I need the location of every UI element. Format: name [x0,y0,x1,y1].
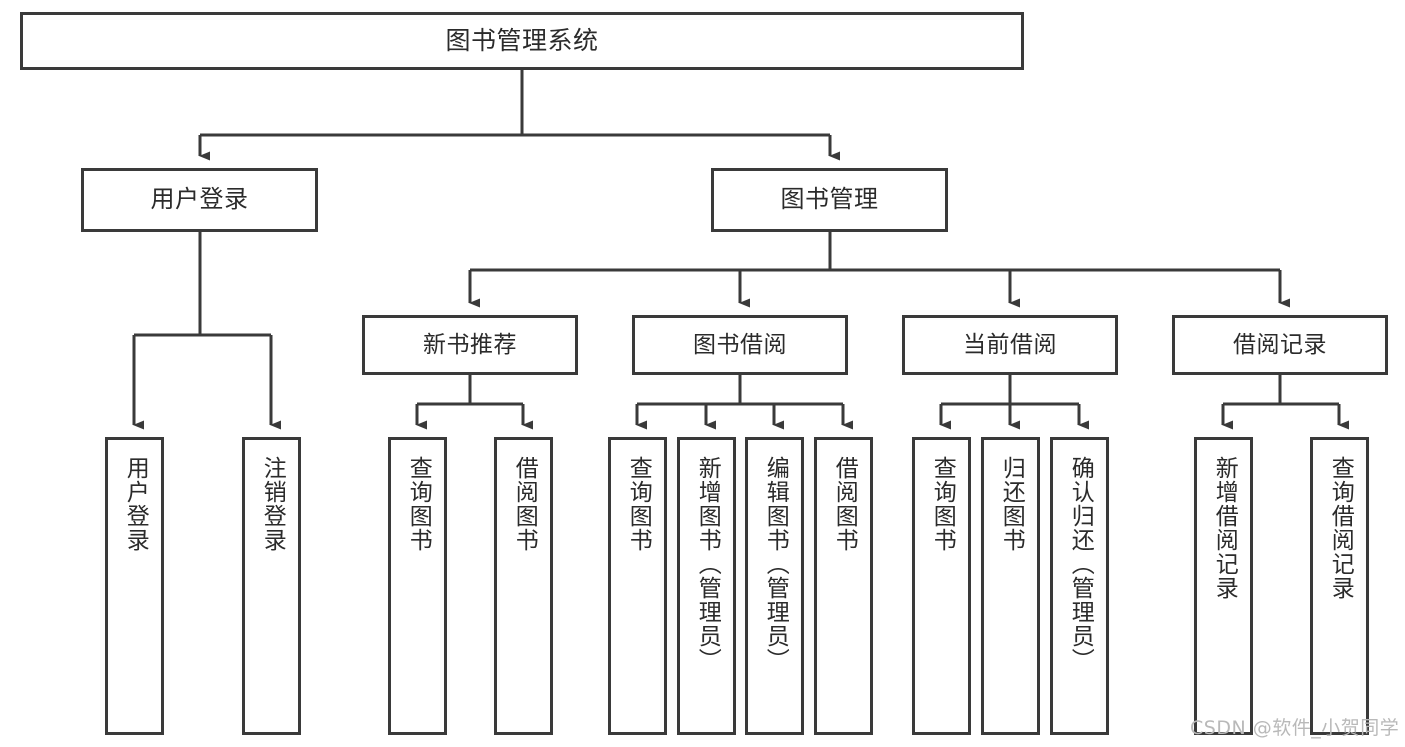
node-leaf-logout-login[interactable]: 注销登录 [242,437,301,735]
node-user-login[interactable]: 用户登录 [81,168,318,232]
node-leaf-query-book-recommend[interactable]: 查询图书 [388,437,447,735]
node-book-borrow[interactable]: 图书借阅 [632,315,848,375]
node-borrow-record[interactable]: 借阅记录 [1172,315,1388,375]
node-label: 查询图书 [625,456,652,552]
node-label: 借阅图书 [831,456,858,552]
node-label: 注销登录 [259,456,286,552]
node-label: 查询图书 [405,456,432,552]
node-label: 新增借阅记录 [1211,456,1238,600]
node-label: 查询借阅记录 [1327,456,1354,600]
node-leaf-query-book-current[interactable]: 查询图书 [912,437,971,735]
node-label: 确认归还（管理员） [1067,456,1094,672]
node-leaf-add-borrow-record[interactable]: 新增借阅记录 [1194,437,1253,735]
node-leaf-confirm-return-admin[interactable]: 确认归还（管理员） [1050,437,1109,735]
node-leaf-query-borrow-record[interactable]: 查询借阅记录 [1310,437,1369,735]
node-book-management[interactable]: 图书管理 [711,168,948,232]
node-label: 借阅图书 [511,456,538,552]
node-label: 归还图书 [998,456,1025,552]
node-label: 用户登录 [122,456,149,552]
node-leaf-query-book-borrow[interactable]: 查询图书 [608,437,667,735]
node-new-book-recommend[interactable]: 新书推荐 [362,315,578,375]
node-label: 新增图书（管理员） [694,456,721,672]
node-leaf-add-book-admin[interactable]: 新增图书（管理员） [677,437,736,735]
node-leaf-return-book[interactable]: 归还图书 [981,437,1040,735]
node-leaf-user-login[interactable]: 用户登录 [105,437,164,735]
node-label: 图书管理 [780,185,879,214]
node-leaf-edit-book-admin[interactable]: 编辑图书（管理员） [745,437,804,735]
node-label: 编辑图书（管理员） [762,456,789,672]
node-leaf-borrow-book[interactable]: 借阅图书 [814,437,873,735]
node-leaf-borrow-book-recommend[interactable]: 借阅图书 [494,437,553,735]
node-label: 用户登录 [150,185,249,214]
csdn-watermark: CSDN @软件_小贺同学 [1190,717,1400,739]
node-label: 图书管理系统 [445,25,599,55]
node-label: 借阅记录 [1233,331,1327,358]
node-label: 当前借阅 [963,331,1057,358]
node-label: 查询图书 [929,456,956,552]
node-label: 新书推荐 [423,331,517,358]
node-label: 图书借阅 [693,331,787,358]
node-current-borrow[interactable]: 当前借阅 [902,315,1118,375]
node-root-book-management-system[interactable]: 图书管理系统 [20,12,1024,70]
